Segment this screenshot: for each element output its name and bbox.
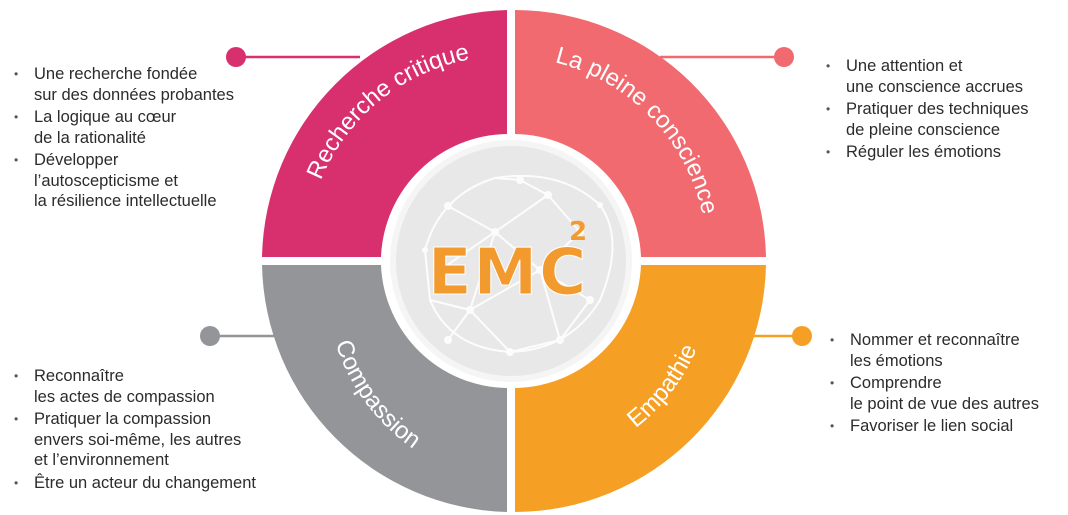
list-item: Une attention et une conscience accrues — [820, 56, 1029, 97]
list-empathie: Nommer et reconnaître les émotions Compr… — [824, 330, 1039, 439]
list-item: Réguler les émotions — [820, 142, 1029, 163]
list-item: Développer l’autoscepticisme et la résil… — [8, 150, 234, 212]
logo-text: EMC — [428, 236, 588, 310]
list-item: La logique au cœur de la rationalité — [8, 107, 234, 148]
segment-pleine-conscience — [515, 10, 766, 257]
list-item: Favoriser le lien social — [824, 416, 1039, 437]
logo-superscript: 2 — [569, 217, 587, 247]
list-recherche-critique: Une recherche fondée sur des données pro… — [8, 64, 234, 214]
list-item: Reconnaître les actes de compassion — [8, 366, 256, 407]
list-item: Une recherche fondée sur des données pro… — [8, 64, 234, 105]
list-item: Pratiquer des techniques de pleine consc… — [820, 99, 1029, 140]
segment-recherche-critique — [262, 10, 507, 257]
list-compassion: Reconnaître les actes de compassion Prat… — [8, 366, 256, 495]
list-pleine-conscience: Une attention et une conscience accrues … — [820, 56, 1029, 165]
segment-empathie — [515, 265, 766, 512]
list-item: Comprendre le point de vue des autres — [824, 373, 1039, 414]
list-item: Pratiquer la compassion envers soi-même,… — [8, 409, 256, 471]
connector-pleine-conscience — [660, 47, 794, 67]
connector-recherche — [226, 47, 360, 67]
brain-network-icon — [422, 174, 614, 356]
emc2-logo: EMC 2 — [427, 217, 588, 311]
list-item: Nommer et reconnaître les émotions — [824, 330, 1039, 371]
list-item: Être un acteur du changement — [8, 473, 256, 494]
segment-compassion — [262, 265, 507, 512]
